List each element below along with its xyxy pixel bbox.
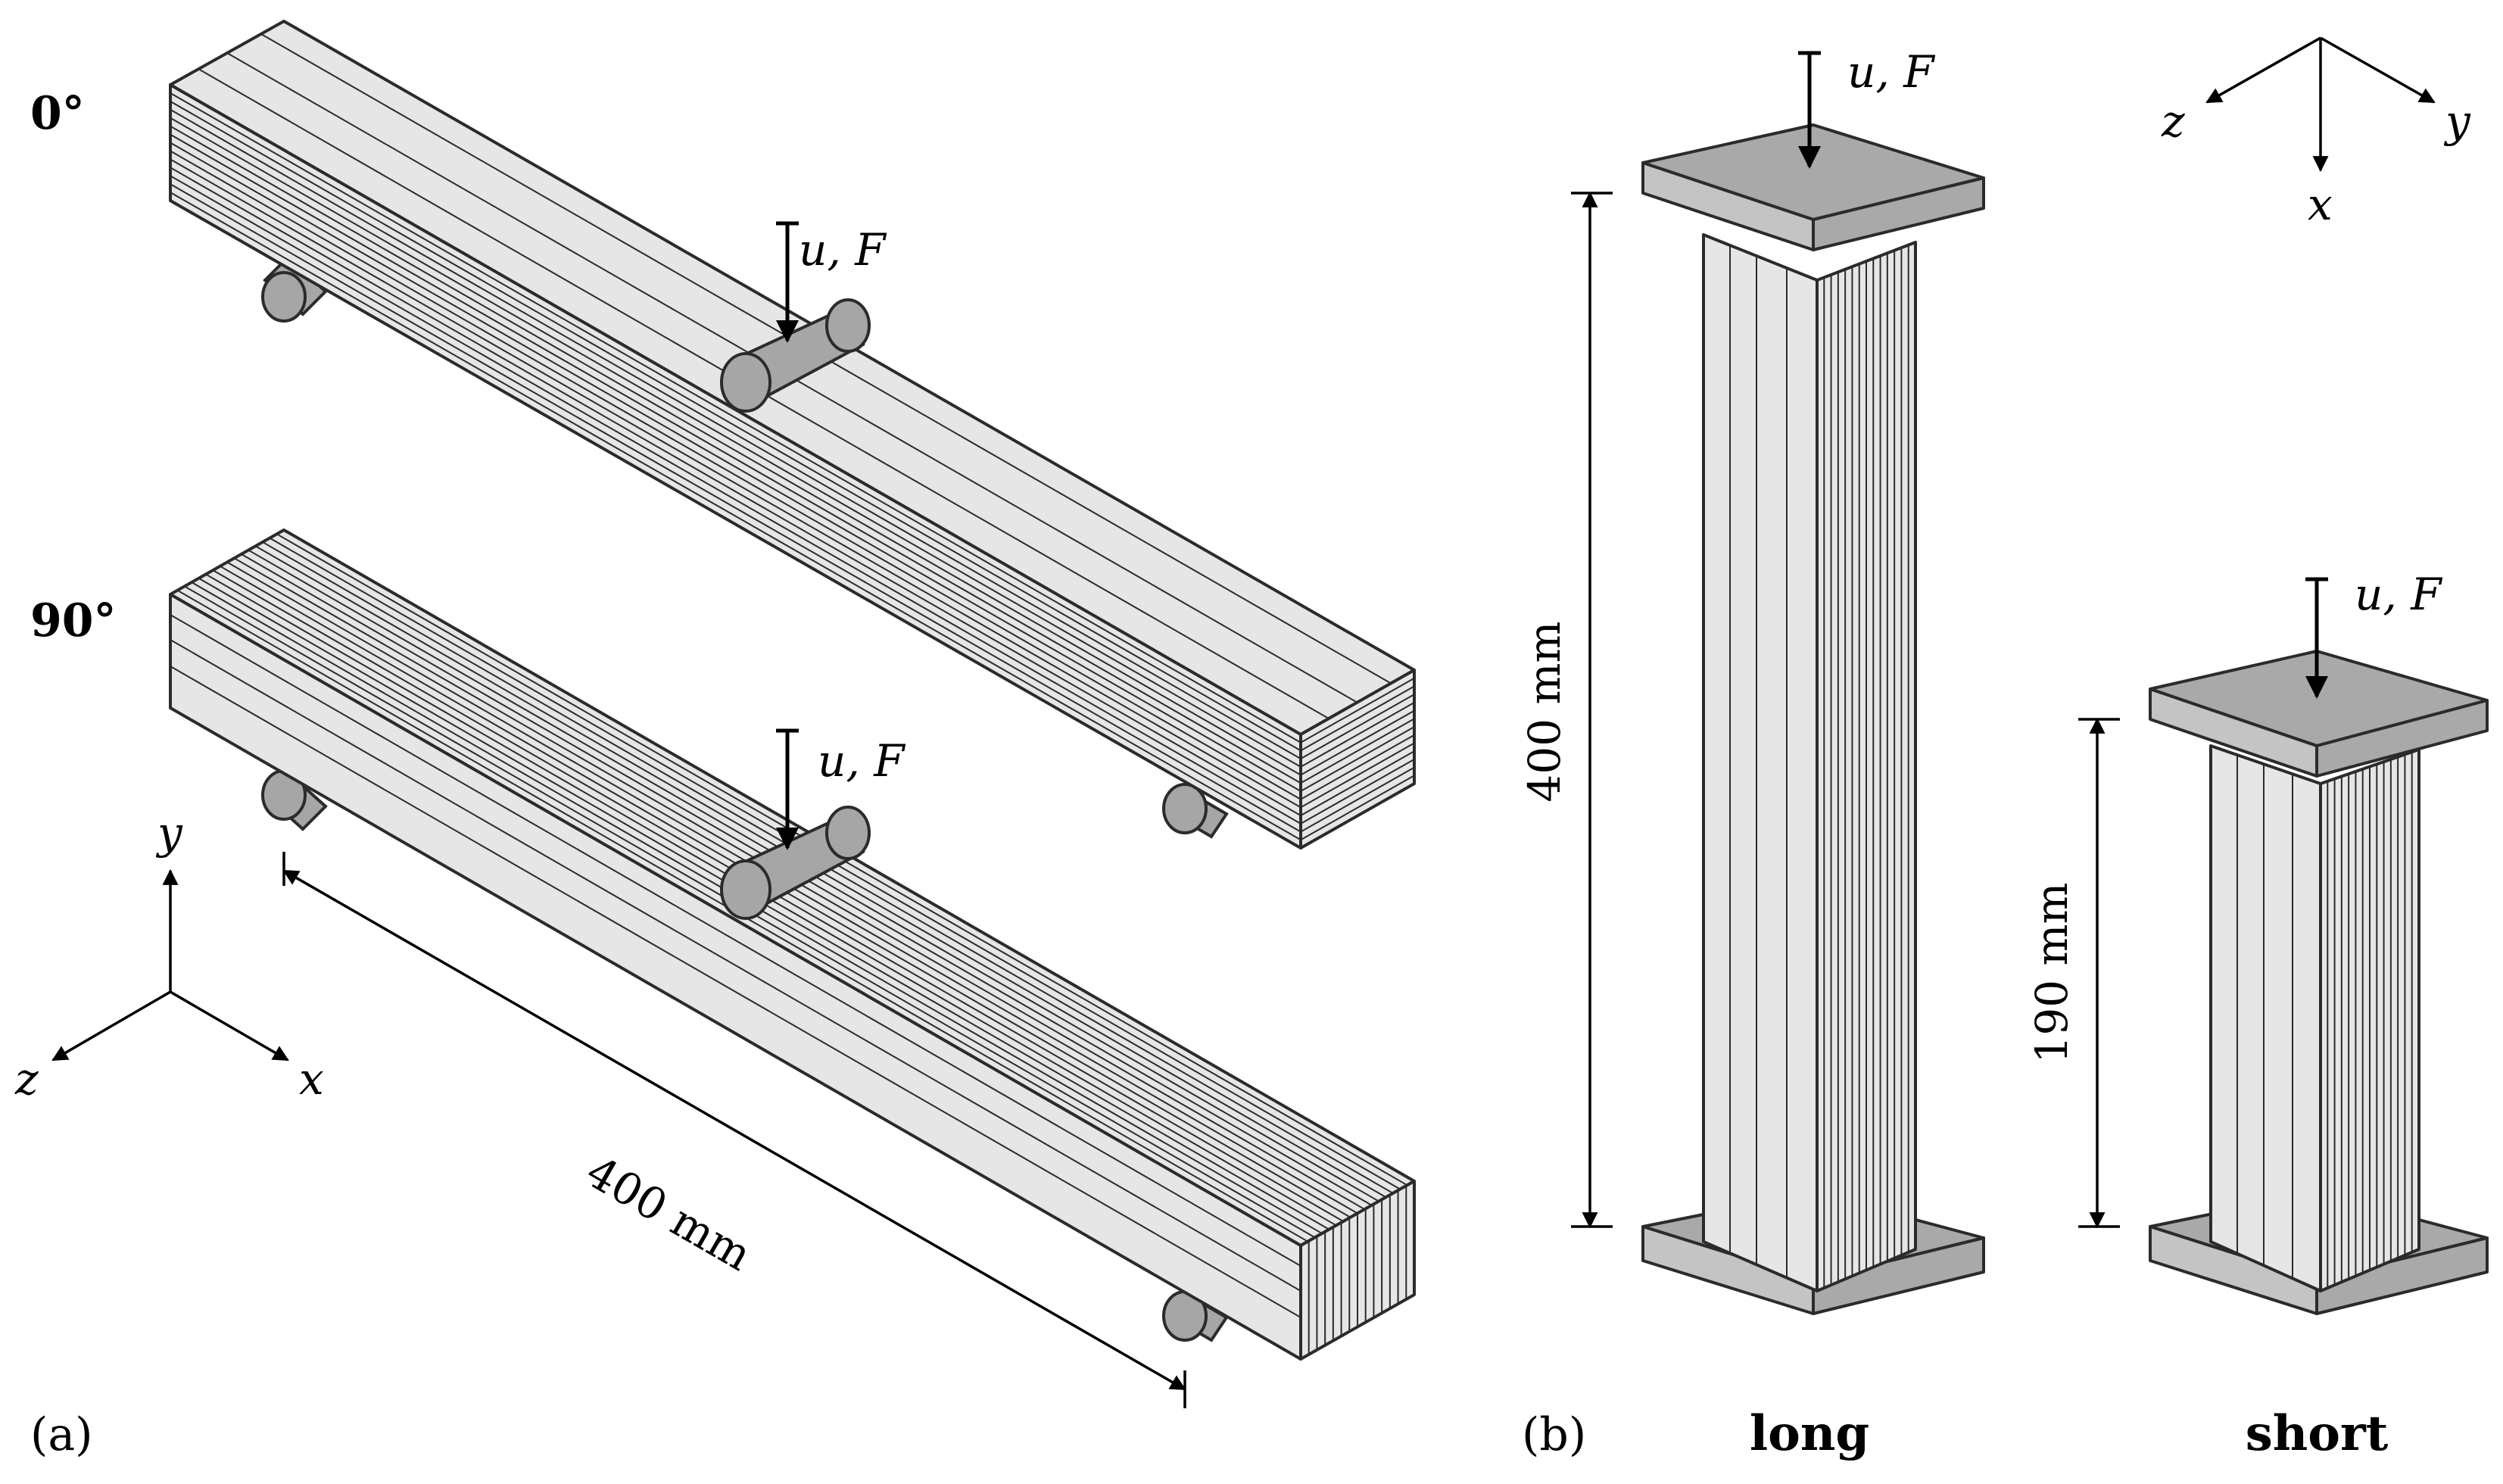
axes-panel-b: x y z bbox=[2161, 36, 2471, 230]
hatch-line bbox=[1300, 718, 1415, 784]
axes-panel-a: y x z bbox=[14, 807, 324, 1105]
axis-label-y-b: y bbox=[2443, 95, 2471, 147]
long-shaft-right-hatch bbox=[1823, 245, 1909, 1289]
axis-label-x-a: x bbox=[299, 1053, 324, 1105]
hatch-line bbox=[1300, 758, 1415, 825]
beam-90-end-hatch bbox=[1308, 1186, 1407, 1355]
hatch-line bbox=[1300, 677, 1415, 744]
hatch-line bbox=[170, 192, 1301, 841]
hatch-line bbox=[170, 175, 1301, 825]
hatch-line bbox=[170, 133, 1301, 784]
axis-label-z-b: z bbox=[2161, 95, 2185, 147]
panel-a: u, F 0° bbox=[14, 20, 1416, 1461]
hatch-line bbox=[170, 92, 1301, 744]
hatch-line bbox=[1300, 709, 1415, 776]
load-label-bottom: u, F bbox=[818, 735, 906, 787]
load-label-top: u, F bbox=[799, 224, 887, 276]
axis-label-y-a: y bbox=[155, 807, 183, 859]
hatch-line bbox=[170, 167, 1301, 817]
beam-0-degree: u, F 0° bbox=[30, 20, 1416, 850]
beam-0-side-hatch bbox=[170, 92, 1301, 841]
axis-label-z-a: z bbox=[14, 1053, 39, 1105]
hatch-line bbox=[1300, 734, 1415, 800]
hatch-line bbox=[170, 125, 1301, 776]
hatch-line bbox=[170, 142, 1301, 792]
hatch-line bbox=[1300, 742, 1415, 809]
short-height-label: 190 mm bbox=[2026, 882, 2078, 1063]
orientation-label-0: 0° bbox=[30, 87, 85, 140]
short-shaft-right-hatch bbox=[2327, 752, 2413, 1289]
hatch-line bbox=[1300, 701, 1415, 768]
short-top-plate-right bbox=[2315, 699, 2489, 778]
hatch-line bbox=[170, 158, 1301, 809]
short-bottom-plate-right bbox=[2315, 1236, 2489, 1315]
long-shaft-left-hatch bbox=[1729, 246, 1788, 1278]
long-load-label: u, F bbox=[1847, 46, 1935, 98]
long-column: u, F 400 mm long bbox=[1519, 46, 1985, 1462]
panel-a-label: (a) bbox=[30, 1408, 93, 1461]
long-top-plate-right bbox=[1812, 176, 1985, 251]
hatch-line bbox=[1300, 775, 1415, 841]
hatch-line bbox=[1300, 726, 1415, 792]
short-load-label: u, F bbox=[2355, 569, 2442, 620]
panel-b: u, F 400 mm long u, bbox=[1519, 36, 2489, 1462]
hatch-line bbox=[170, 108, 1301, 760]
beam-0-end-hatch bbox=[1300, 677, 1415, 841]
long-caption: long bbox=[1750, 1405, 1869, 1462]
hatch-line bbox=[170, 100, 1301, 752]
long-shaft-left-face bbox=[1702, 233, 1819, 1292]
short-column: u, F 190 mm short bbox=[2026, 569, 2489, 1462]
axis-label-x-b: x bbox=[2308, 179, 2333, 230]
hatch-line bbox=[1300, 766, 1415, 833]
span-label: 400 mm bbox=[578, 1146, 760, 1280]
hatch-line bbox=[1300, 750, 1415, 817]
support-roller-left-bottom bbox=[261, 769, 328, 831]
short-caption: short bbox=[2246, 1405, 2389, 1462]
load-roller-top bbox=[720, 298, 871, 413]
short-shaft-left-face bbox=[2209, 744, 2322, 1292]
hatch-line bbox=[170, 150, 1301, 800]
short-shaft-left-hatch bbox=[2236, 756, 2293, 1278]
hatch-line bbox=[170, 117, 1301, 768]
orientation-label-90: 90° bbox=[30, 594, 117, 647]
hatch-line bbox=[1300, 694, 1415, 760]
hatch-line bbox=[170, 183, 1301, 833]
long-bottom-plate-right bbox=[1812, 1236, 1985, 1315]
support-roller-right-top bbox=[1162, 783, 1229, 839]
long-height-label: 400 mm bbox=[1519, 621, 1570, 802]
panel-b-label: (b) bbox=[1522, 1408, 1586, 1461]
hatch-line bbox=[1300, 685, 1415, 752]
